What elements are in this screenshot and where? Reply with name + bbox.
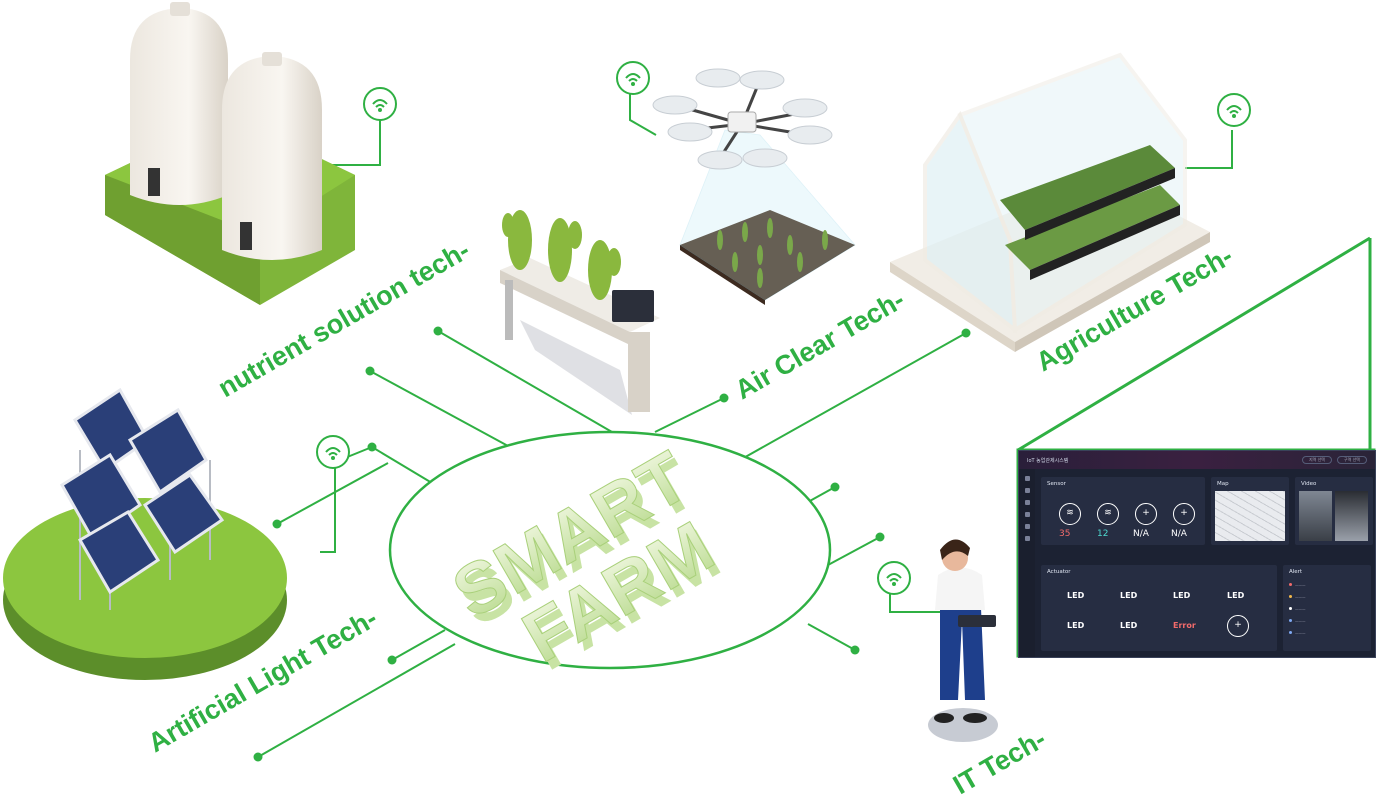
video-panel: Video — [1295, 477, 1373, 545]
solar-panel-icon — [3, 387, 287, 680]
map-panel: Map — [1211, 477, 1289, 545]
alert-item[interactable]: ——— — [1289, 619, 1306, 623]
actuator-led[interactable]: LED — [1067, 591, 1085, 600]
actuator-error[interactable]: Error — [1173, 621, 1196, 630]
greenhouse-icon — [890, 52, 1210, 352]
sensor-add-icon[interactable]: + — [1173, 503, 1195, 525]
sensor-panel: Sensor ≋ ≋ + + 35 12 N/A N/A — [1041, 477, 1205, 545]
camera-feed[interactable] — [1299, 491, 1332, 541]
actuator-led[interactable]: LED — [1120, 621, 1138, 630]
sensor-value: N/A — [1133, 529, 1149, 539]
wifi-icon — [363, 87, 397, 121]
dashboard-title: IoT 농업관제시스템 — [1027, 457, 1069, 464]
actuator-led[interactable]: LED — [1120, 591, 1138, 600]
zone-select[interactable]: 구역 선택 — [1337, 456, 1367, 464]
logout-icon[interactable] — [1024, 536, 1030, 541]
actuator-led[interactable]: LED — [1067, 621, 1085, 630]
alert-item[interactable]: ——— — [1289, 595, 1306, 599]
map-title: Map — [1217, 481, 1229, 487]
region-select[interactable]: 지역 선택 — [1302, 456, 1332, 464]
actuator-panel: Actuator LED LED LED LED LED LED Error + — [1041, 565, 1277, 651]
dashboard-sidebar — [1019, 469, 1035, 657]
map-image[interactable] — [1215, 491, 1285, 541]
card-icon[interactable] — [1024, 512, 1030, 517]
camera-feed[interactable] — [1335, 491, 1368, 541]
actuator-led[interactable]: LED — [1227, 591, 1245, 600]
alert-item[interactable]: ——— — [1289, 583, 1306, 587]
connector-lines — [257, 90, 1233, 758]
gear-icon[interactable] — [1024, 524, 1030, 529]
chart-icon[interactable] — [1024, 500, 1030, 505]
sensor-gauge-icon: ≋ — [1059, 503, 1081, 525]
bell-icon[interactable] — [1024, 488, 1030, 493]
wifi-icon — [877, 561, 911, 595]
alert-item[interactable]: ——— — [1289, 631, 1306, 635]
sensor-value: 35 — [1059, 529, 1071, 539]
wifi-icon — [316, 435, 350, 469]
sensor-gauge-icon: ≋ — [1097, 503, 1119, 525]
hydroponic-icon — [500, 210, 660, 415]
home-icon[interactable] — [1024, 476, 1030, 481]
actuator-title: Actuator — [1047, 569, 1071, 575]
sensor-value: N/A — [1171, 529, 1187, 539]
iot-dashboard: IoT 농업관제시스템 지역 선택 구역 선택 Sensor ≋ ≋ + + 3… — [1018, 450, 1376, 658]
label-air: Air Clear Tech- — [730, 284, 910, 405]
silo-icon — [105, 2, 355, 305]
wifi-icon — [616, 61, 650, 95]
alert-title: Alert — [1289, 569, 1303, 575]
connector-dots — [253, 326, 971, 762]
drone-icon — [652, 68, 856, 305]
sensor-title: Sensor — [1047, 481, 1066, 487]
alert-item[interactable]: ——— — [1289, 607, 1306, 611]
center-ellipse — [388, 430, 832, 670]
farmer-icon — [928, 539, 998, 742]
actuator-led[interactable]: LED — [1173, 591, 1191, 600]
sensor-value: 12 — [1097, 529, 1109, 539]
wifi-icon — [1217, 93, 1251, 127]
alert-panel: Alert ——— ——— ——— ——— ——— — [1283, 565, 1371, 651]
dashboard-topbar: IoT 농업관제시스템 지역 선택 구역 선택 — [1019, 451, 1375, 469]
actuator-add-icon[interactable]: + — [1227, 615, 1249, 637]
sensor-add-icon[interactable]: + — [1135, 503, 1157, 525]
video-title: Video — [1301, 481, 1317, 487]
